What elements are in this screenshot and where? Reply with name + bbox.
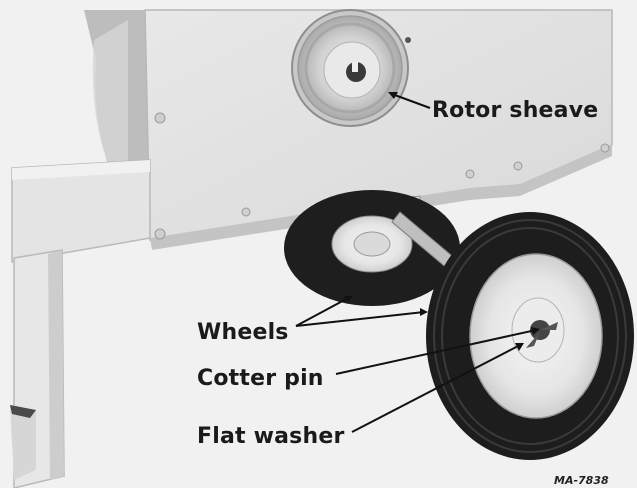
bolt <box>241 207 251 217</box>
bolt <box>154 228 166 240</box>
bolt <box>154 112 166 124</box>
arrowheads <box>344 92 540 351</box>
label-flat-washer: Flat washer <box>197 424 345 449</box>
callout-arrows <box>295 93 537 433</box>
wheel-front <box>426 212 634 460</box>
label-wheels: Wheels <box>197 320 289 345</box>
rotor-sheave <box>291 9 409 127</box>
cotter-pin-shape <box>540 322 558 330</box>
frame-stand <box>10 159 151 488</box>
hole <box>405 37 411 43</box>
figure-id: MA-7838 <box>554 474 609 487</box>
label-cotter-pin: Cotter pin <box>197 366 324 391</box>
bolt <box>465 169 475 179</box>
label-rotor-sheave: Rotor sheave <box>432 98 599 123</box>
bolt <box>600 143 610 153</box>
bolt <box>513 161 523 171</box>
wheel-rear <box>284 190 460 306</box>
